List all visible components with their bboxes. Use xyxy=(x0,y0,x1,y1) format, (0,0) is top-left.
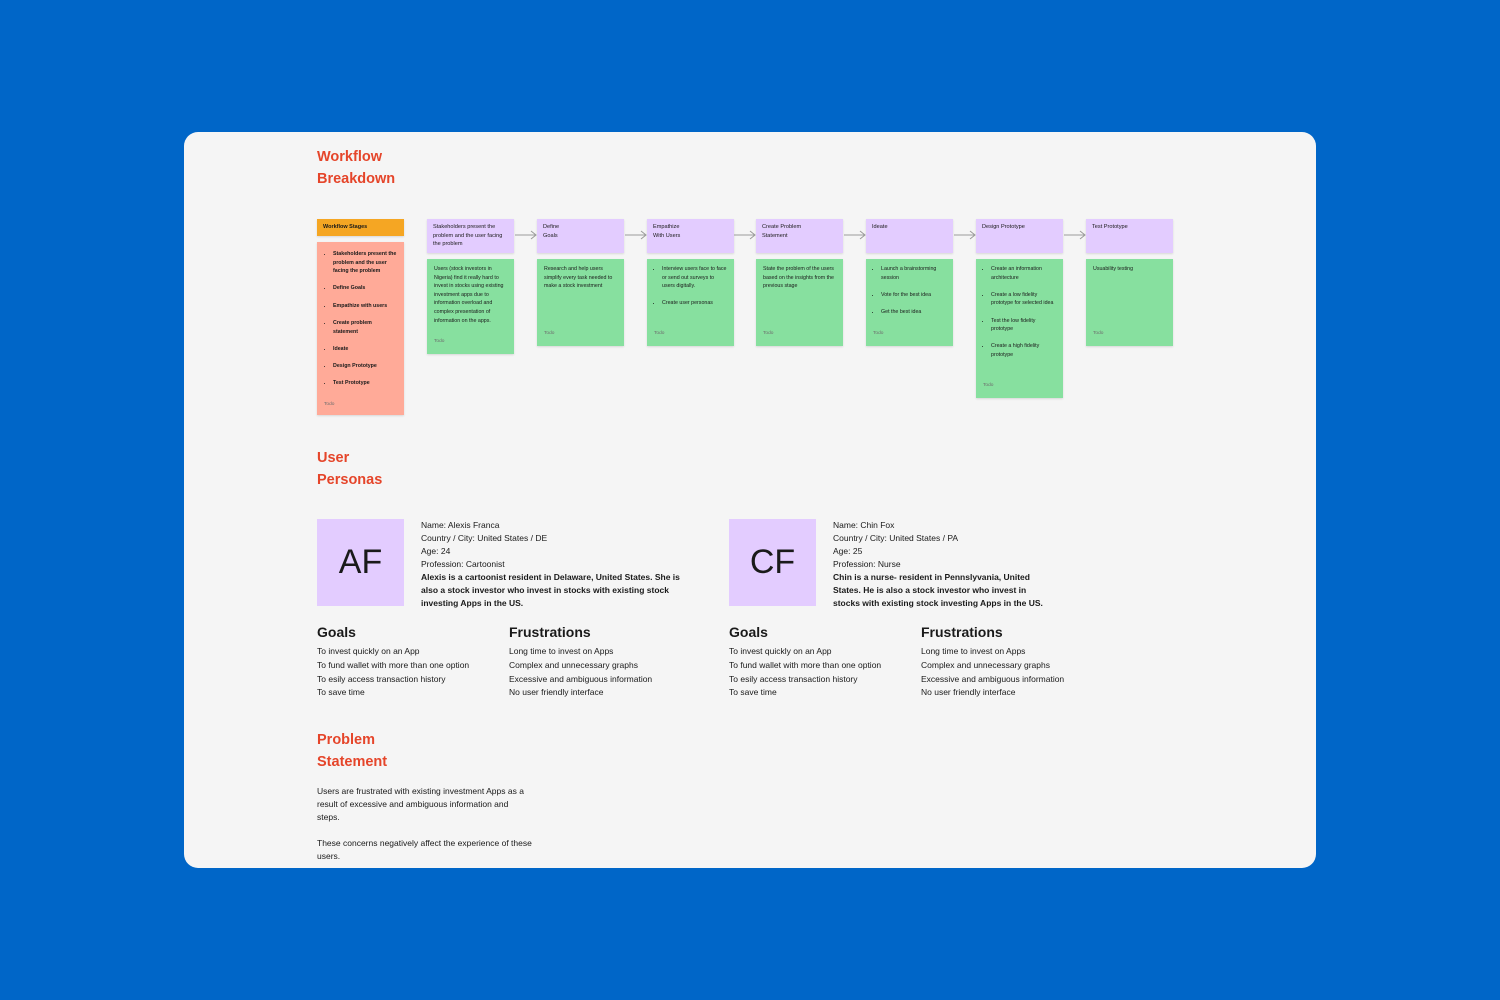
stage-note-text: Research and help users simplify every t… xyxy=(544,266,613,290)
workflow-stages-list: Stakeholders present the problem and the… xyxy=(325,250,398,388)
stage-note-text: Usuability testing xyxy=(1093,266,1134,272)
frustration-item: Long time to invest on Apps xyxy=(509,646,614,656)
persona-age: Age: 24 xyxy=(421,546,451,556)
workflow-stage-item: Empathize with users xyxy=(333,302,398,311)
stage-note-bullet: Test the low fidelity prototype xyxy=(991,317,1056,334)
stage-note-bullet: Launch a brainstorming session xyxy=(881,265,946,282)
arrow-right-icon xyxy=(625,230,647,240)
persona-name: Name: Chin Fox xyxy=(833,520,895,530)
arrow-right-icon xyxy=(734,230,756,240)
workflow-stages-header-note[interactable]: Workflow Stages xyxy=(317,219,404,236)
todo-label: Todo xyxy=(544,331,555,337)
stage-header-test-prototype[interactable]: Test Prototype xyxy=(1086,219,1173,253)
goal-item: To esily access transaction history xyxy=(729,673,858,684)
stage-note-list: Launch a brainstorming session Vote for … xyxy=(873,265,946,317)
workflow-stage-item: Define Goals xyxy=(333,284,398,293)
goals-section: Goals To invest quickly on an App To fun… xyxy=(317,622,507,700)
arrow-right-icon xyxy=(1064,230,1086,240)
stage-note-list: Create an information architecture Creat… xyxy=(983,265,1056,360)
user-personas-title: User Personas xyxy=(317,450,383,488)
persona-info-chin: Name: Chin Fox Country / City: United St… xyxy=(833,519,1103,610)
workflow-stage-item: Create problem statement xyxy=(333,319,398,336)
todo-label: Todo xyxy=(434,339,445,345)
stage-note-bullet: Create a high fidelity prototype xyxy=(991,342,1056,359)
goal-item: To save time xyxy=(317,687,365,698)
workflow-stages-list-note[interactable]: Stakeholders present the problem and the… xyxy=(317,242,404,415)
stage-header-define-goals[interactable]: Define Goals xyxy=(537,219,624,253)
avatar: CF xyxy=(729,519,816,606)
stage-header-design-prototype[interactable]: Design Prototype xyxy=(976,219,1063,253)
persona-location: Country / City: United States / DE xyxy=(421,533,548,543)
goals-heading: Goals xyxy=(729,624,768,640)
persona-profession: Profession: Nurse xyxy=(833,559,901,569)
stage-note-ideate[interactable]: Launch a brainstorming session Vote for … xyxy=(866,259,953,346)
workflow-title: Workflow Breakdown xyxy=(317,149,396,187)
frustrations-heading: Frustrations xyxy=(509,624,591,640)
goal-item: To invest quickly on an App xyxy=(317,646,420,656)
stage-note-test-prototype[interactable]: Usuability testing Todo xyxy=(1086,259,1173,346)
todo-label: Todo xyxy=(873,331,884,337)
stage-header-ideate[interactable]: Ideate xyxy=(866,219,953,253)
stage-header-stakeholders[interactable]: Stakeholders present the problem and the… xyxy=(427,219,514,253)
stage-note-bullet: Create user personas xyxy=(662,299,727,308)
problem-paragraph: Users are frustrated with existing inves… xyxy=(317,786,524,822)
whiteboard-canvas: Workflow Breakdown Workflow Stages Stake… xyxy=(184,132,1316,868)
goals-section: Goals To invest quickly on an App To fun… xyxy=(729,622,919,700)
workflow-stage-item: Test Prototype xyxy=(333,379,398,388)
stage-note-text: State the problem of the users based on … xyxy=(763,266,834,290)
goal-item: To fund wallet with more than one option xyxy=(317,659,470,670)
frustration-item: Excessive and ambiguous information xyxy=(921,673,1065,684)
persona-age: Age: 25 xyxy=(833,546,863,556)
frustration-item: Complex and unnecessary graphs xyxy=(921,659,1050,670)
goal-item: To fund wallet with more than one option xyxy=(729,659,882,670)
stage-header-problem-statement[interactable]: Create Problem Statement xyxy=(756,219,843,253)
stage-note-bullet: Create an information architecture xyxy=(991,265,1056,282)
persona-location: Country / City: United States / PA xyxy=(833,533,959,543)
stage-note-text: Users (stock investors in Nigeria) find … xyxy=(434,266,504,324)
frustration-item: Excessive and ambiguous information xyxy=(509,673,653,684)
frustration-item: No user friendly interface xyxy=(509,687,604,698)
problem-statement-text: Users are frustrated with existing inves… xyxy=(317,785,532,868)
stage-header-empathize[interactable]: Empathize With Users xyxy=(647,219,734,253)
goal-item: To invest quickly on an App xyxy=(729,646,832,656)
workflow-stage-item: Design Prototype xyxy=(333,362,398,371)
todo-label: Todo xyxy=(1093,331,1104,337)
todo-label: Todo xyxy=(324,402,335,407)
stage-note-bullet: Vote for the best idea xyxy=(881,291,946,300)
stage-note-bullet: Create a low fidelity prototype for sele… xyxy=(991,291,1056,308)
persona-profession: Profession: Cartoonist xyxy=(421,559,505,569)
arrow-right-icon xyxy=(954,230,976,240)
todo-label: Todo xyxy=(654,331,665,337)
frustration-item: Long time to invest on Apps xyxy=(921,646,1026,656)
problem-paragraph: These concerns negatively affect the exp… xyxy=(317,838,532,861)
stage-note-problem-statement[interactable]: State the problem of the users based on … xyxy=(756,259,843,346)
problem-statement-title: Problem Statement xyxy=(317,732,388,770)
persona-name: Name: Alexis Franca xyxy=(421,520,500,530)
stage-note-design-prototype[interactable]: Create an information architecture Creat… xyxy=(976,259,1063,398)
stage-note-list: Interview users face to face or send out… xyxy=(654,265,727,308)
frustrations-section: Frustrations Long time to invest on Apps… xyxy=(921,622,1111,700)
goal-item: To esily access transaction history xyxy=(317,673,446,684)
stage-note-stakeholders[interactable]: Users (stock investors in Nigeria) find … xyxy=(427,259,514,354)
frustration-item: Complex and unnecessary graphs xyxy=(509,659,638,670)
arrow-right-icon xyxy=(515,230,537,240)
persona-bio: Chin is a nurse- resident in Pennslyvani… xyxy=(833,572,1043,608)
avatar: AF xyxy=(317,519,404,606)
persona-bio: Alexis is a cartoonist resident in Delaw… xyxy=(421,572,680,608)
frustrations-heading: Frustrations xyxy=(921,624,1003,640)
workflow-stage-item: Stakeholders present the problem and the… xyxy=(333,250,398,276)
stage-note-empathize[interactable]: Interview users face to face or send out… xyxy=(647,259,734,346)
frustrations-section: Frustrations Long time to invest on Apps… xyxy=(509,622,699,700)
arrow-right-icon xyxy=(844,230,866,240)
goals-heading: Goals xyxy=(317,624,356,640)
todo-label: Todo xyxy=(763,331,774,337)
stage-note-bullet: Get the best idea xyxy=(881,308,946,317)
workflow-stage-item: Ideate xyxy=(333,345,398,354)
frustration-item: No user friendly interface xyxy=(921,687,1016,698)
stage-note-define-goals[interactable]: Research and help users simplify every t… xyxy=(537,259,624,346)
persona-info-alexis: Name: Alexis Franca Country / City: Unit… xyxy=(421,519,691,610)
todo-label: Todo xyxy=(983,383,994,389)
goal-item: To save time xyxy=(729,687,777,698)
stage-note-bullet: Interview users face to face or send out… xyxy=(662,265,727,291)
